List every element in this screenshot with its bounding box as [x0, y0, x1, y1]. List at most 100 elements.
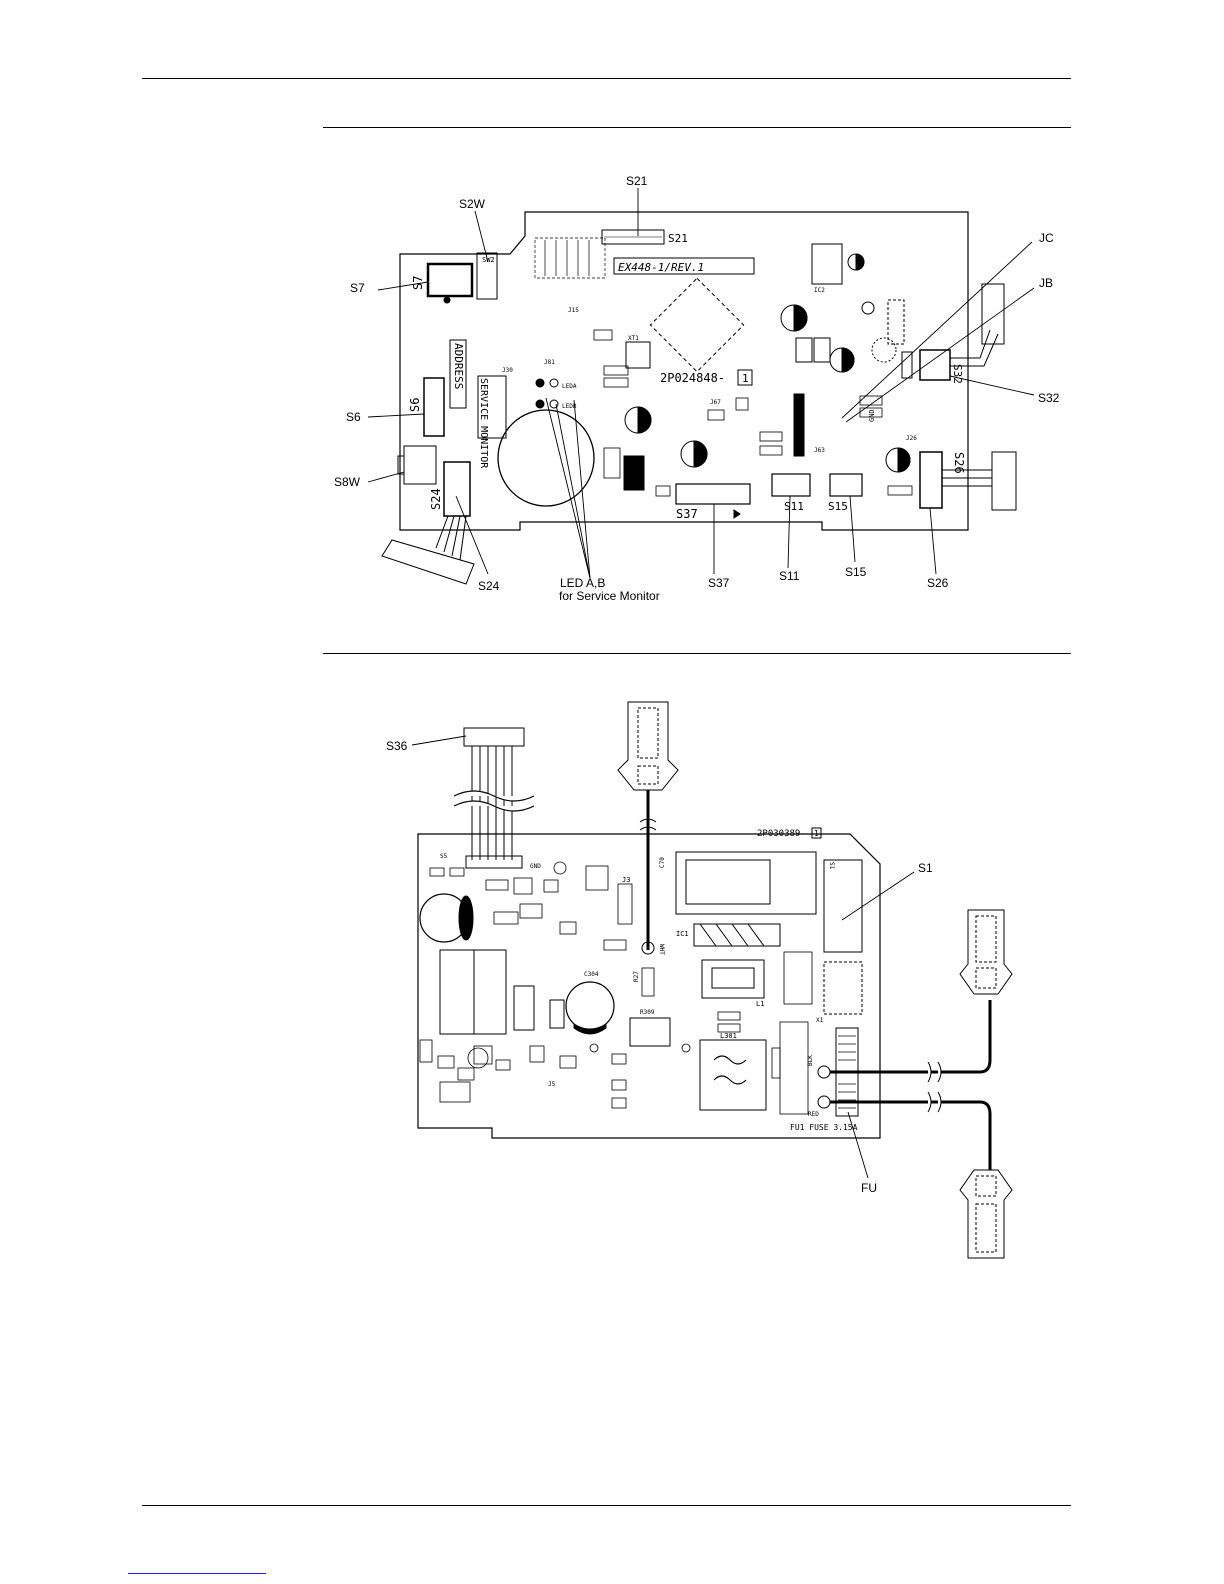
callout-s1: S1: [918, 861, 933, 875]
callout-fu: FU: [861, 1181, 877, 1195]
transformer-left: [439, 949, 507, 1035]
silk-s1: S1: [828, 862, 835, 870]
callout-jb: JB: [1039, 276, 1053, 290]
silk-board2-id: 2P030389-: [757, 829, 806, 839]
callout-s7: S7: [350, 281, 365, 295]
coil-l1-power: [701, 959, 765, 999]
service-monitor-box: [477, 375, 507, 439]
s26-cable: [942, 469, 992, 487]
led-a: [535, 378, 545, 388]
callout-s8w: S8W: [334, 475, 361, 489]
silk-j67: J67: [710, 399, 721, 406]
xt1-crystal: [625, 341, 651, 369]
callout-led-line1: LED A,B: [560, 576, 605, 590]
silk-x1: X1: [816, 1017, 824, 1024]
silk-s11: S11: [784, 500, 804, 513]
spade-terminal-right-top: [959, 909, 1013, 995]
dashed-component: [887, 299, 905, 345]
callout-s2w: S2W: [459, 197, 486, 211]
silk-blk: BLK: [807, 1055, 814, 1066]
callout-s24: S24: [478, 579, 500, 593]
sw2-switch: [476, 252, 498, 300]
silk-r27: R27: [633, 971, 640, 982]
ribbon-break-mark: [453, 790, 535, 812]
callout-jc: JC: [1039, 231, 1054, 245]
silk-s21: S21: [668, 232, 688, 245]
silk-s5: S5: [440, 853, 448, 860]
silk-s6: S6: [408, 398, 422, 412]
silk-r309: R309: [640, 1009, 655, 1016]
s11-connector: [771, 473, 811, 497]
silk-ic2: IC2: [814, 287, 825, 294]
terminal-blk: [817, 1065, 831, 1079]
control-pcb-outline: [399, 211, 969, 531]
relay-block: [675, 851, 817, 915]
r309-component: [629, 1017, 671, 1047]
silk-ledb: LEDB: [562, 403, 577, 410]
silk-gnd-power: GND: [530, 863, 541, 870]
silk-j15: J15: [568, 307, 579, 314]
ra1-resistor-array: [793, 393, 805, 457]
s6-connector: [423, 377, 445, 437]
silk-board2-rev: 1: [814, 829, 819, 838]
s24-plug: [381, 539, 475, 585]
silk-l1: L1: [756, 1000, 764, 1008]
footer-link-underline[interactable]: [128, 1573, 266, 1574]
silk-l301: L301: [720, 1032, 737, 1040]
figure2-leaders: [411, 735, 915, 1179]
s32-plug: [981, 283, 1005, 345]
terminal-red: [817, 1095, 831, 1109]
ex-label-box: [613, 257, 755, 275]
s26-plug: [991, 451, 1017, 511]
silk-c70: C70: [659, 857, 666, 868]
callout-s15: S15: [845, 565, 867, 579]
callout-led-line2: for Service Monitor: [559, 589, 660, 603]
silk-j26: J26: [906, 435, 917, 442]
silk-board-id: 2P024848-: [660, 371, 725, 385]
silk-address: ADDRESS: [452, 343, 465, 389]
silk-s7: S7: [411, 276, 425, 290]
ic1: [693, 923, 781, 947]
callout-s21: S21: [626, 174, 648, 188]
section-rule-1: [323, 127, 1071, 128]
callout-s11: S11: [779, 569, 800, 583]
s7-connector: [426, 262, 474, 298]
callout-s32: S32: [1038, 391, 1060, 405]
silk-s32: S32: [951, 364, 964, 384]
s26-connector: [919, 451, 943, 509]
resistor-cluster: [534, 237, 606, 279]
silk-s24: S24: [429, 488, 443, 510]
silk-xt1: XT1: [628, 335, 639, 342]
s15-connector: [829, 473, 863, 497]
s1-terminal-block: [823, 859, 863, 953]
silk-gnd: GND: [868, 409, 876, 422]
silk-c304: C304: [584, 971, 599, 978]
address-box: [449, 339, 467, 409]
microcontroller-outline: [649, 277, 745, 373]
power-pcb-outline: [417, 833, 881, 1139]
power-pcb-figure: 2P030389- 1 S5 WHT J3 C70 IC1 L1: [411, 701, 1013, 1259]
callout-s6: S6: [346, 410, 361, 424]
s32-cable: [950, 329, 999, 367]
silk-s26: S26: [952, 452, 966, 474]
s36-connector: [463, 727, 525, 747]
silk-ic1: IC1: [676, 930, 689, 938]
small-components-power: [419, 861, 813, 1115]
s32-connector: [919, 349, 951, 381]
footer-rule: [142, 1505, 1071, 1506]
spade-terminal-right-bottom: [959, 1169, 1013, 1259]
s24-connector: [443, 461, 471, 517]
s7-indicator: [443, 296, 451, 304]
header-rule: [142, 78, 1071, 79]
silk-sw2: SW2: [482, 256, 495, 264]
silk-s37: S37: [676, 507, 698, 521]
capacitor-c304: [565, 981, 615, 1031]
coil-l1: [623, 455, 645, 491]
s37-connector: [675, 483, 751, 505]
silk-j3: J3: [622, 876, 630, 884]
silk-service-monitor: SERVICE MONITOR: [478, 378, 489, 469]
silk-ex-label: EX448-1/REV.1: [618, 261, 704, 274]
callout-s26: S26: [927, 576, 949, 590]
wire-upper-right: [830, 1000, 992, 1074]
